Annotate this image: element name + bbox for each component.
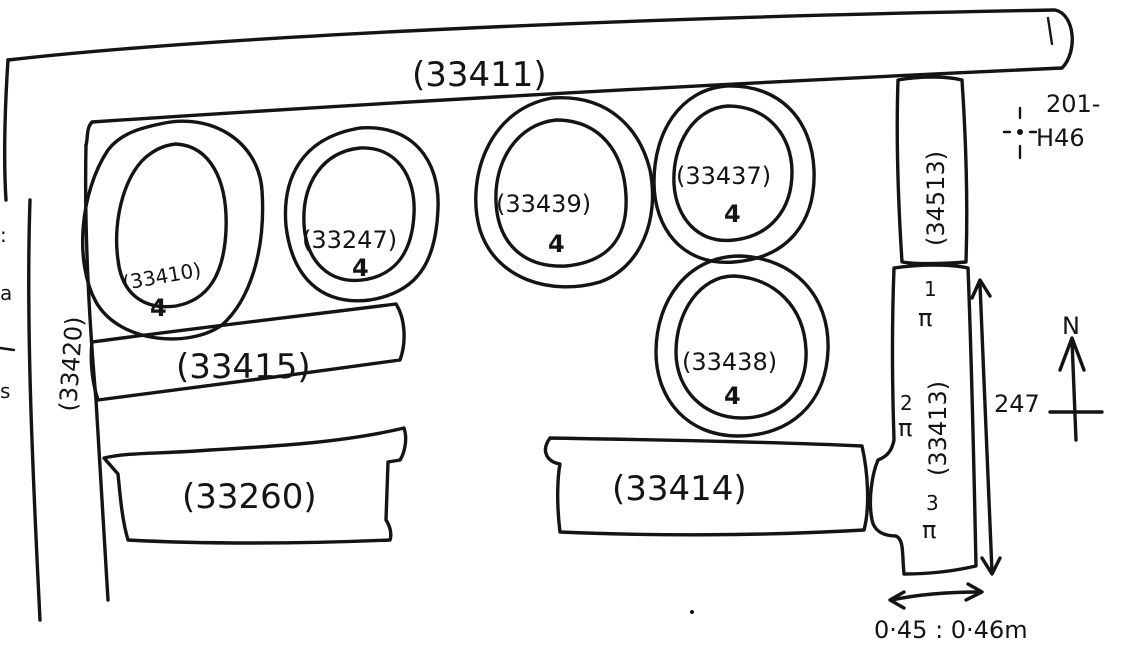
- feature-34513-outline: [895, 75, 969, 266]
- length-arrow-line: [978, 282, 994, 574]
- feature-33410-outer: [81, 119, 265, 341]
- stone-mark-3-symbol: π: [922, 516, 936, 544]
- feature-33439-label: (33439): [496, 190, 591, 218]
- feature-33411-outline: [6, 8, 1074, 147]
- width-arrow-head-right: [964, 582, 984, 602]
- datum-label-line-2: H46: [1036, 124, 1085, 152]
- feature-33437-outer: [652, 84, 816, 264]
- feature-33413-outline: [868, 263, 978, 576]
- feature-33437-inner: [672, 104, 794, 243]
- margin-dash: [0, 346, 16, 352]
- feature-33247-label: (33247): [302, 226, 397, 254]
- feature-33410-inner: [114, 142, 228, 309]
- feature-33438-number: 4: [724, 382, 741, 410]
- stone-mark-1-number: 1: [924, 277, 937, 301]
- width-label: 0·45 : 0·46m: [874, 616, 1028, 644]
- feature-33439-number: 4: [548, 230, 565, 258]
- feature-33413-label: (33413): [924, 381, 952, 476]
- datum-marker-cross: [1002, 106, 1038, 160]
- feature-33411-label: (33411): [412, 55, 547, 95]
- stone-mark-1-symbol: π: [918, 304, 932, 332]
- feature-33410-label: (33410): [121, 258, 203, 295]
- feature-33410-number: 4: [150, 294, 167, 322]
- stone-mark-2-number: 2: [900, 391, 913, 415]
- feature-34513-label: (34513): [922, 151, 950, 246]
- feature-33420-outer-line: [27, 198, 42, 622]
- feature-33438-label: (33438): [682, 348, 777, 376]
- margin-glyph-2: a: [0, 281, 12, 305]
- feature-33439-outer: [474, 96, 655, 289]
- north-label: N: [1062, 312, 1080, 340]
- length-label: 247: [994, 390, 1040, 418]
- feature-33438-inner: [674, 274, 808, 420]
- width-arrow-line: [890, 590, 982, 602]
- feature-33411-outer-left-edge: [2, 58, 10, 202]
- ink-dot: [690, 610, 694, 614]
- feature-33414-outline: [543, 436, 870, 537]
- feature-33247-number: 4: [352, 254, 369, 282]
- feature-33437-label: (33437): [676, 162, 771, 190]
- margin-glyph-1: :: [0, 223, 7, 247]
- feature-33415-outline: [89, 302, 406, 402]
- width-arrow-head-left: [888, 590, 906, 610]
- feature-33411-end-mark: [1046, 16, 1054, 46]
- feature-33439-inner: [494, 118, 628, 268]
- feature-33260-label: (33260): [182, 477, 317, 517]
- stone-mark-2-symbol: π: [898, 414, 912, 442]
- feature-33260-outline: [102, 426, 408, 545]
- stone-mark-3-number: 3: [926, 491, 939, 515]
- margin-glyph-3: s: [0, 379, 10, 403]
- north-arrow-shaft: [1070, 338, 1078, 442]
- feature-33438-outer: [654, 254, 830, 438]
- feature-33437-number: 4: [724, 200, 741, 228]
- length-arrow-head-top: [970, 278, 992, 300]
- feature-33414-label: (33414): [612, 469, 747, 509]
- datum-label-line-1: 201-: [1046, 90, 1100, 118]
- length-arrow-head-bottom: [980, 556, 1002, 576]
- datum-marker-point: [1017, 129, 1023, 135]
- feature-33247-inner: [302, 146, 416, 283]
- feature-33415-label: (33415): [176, 347, 311, 387]
- feature-33420-label: (33420): [54, 316, 89, 413]
- feature-33420-line: [83, 143, 110, 602]
- feature-33247-outer: [283, 126, 440, 303]
- north-arrow-head: [1058, 336, 1086, 372]
